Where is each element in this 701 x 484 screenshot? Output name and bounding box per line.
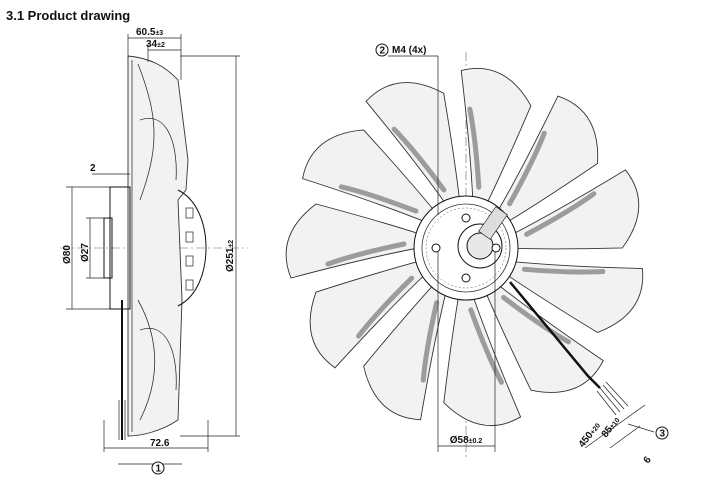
blade-rib bbox=[507, 130, 547, 207]
dim-rotor-depth: 34±2 bbox=[146, 39, 165, 50]
callout-3-circle bbox=[655, 426, 669, 440]
blade-rib bbox=[325, 241, 407, 267]
side-blade-rib bbox=[137, 63, 155, 201]
fan-blade bbox=[285, 203, 421, 279]
fan-blade bbox=[511, 169, 640, 250]
section-title: 3.1 Product drawing bbox=[6, 8, 130, 23]
blade-rib bbox=[338, 184, 419, 214]
mount-hole bbox=[491, 243, 501, 253]
dim-overall-depth: 60.5±3 bbox=[136, 27, 163, 38]
blade-rib bbox=[391, 126, 447, 193]
dim-line-cable bbox=[584, 404, 646, 449]
side-rotor-fin bbox=[185, 255, 194, 267]
fan-blade bbox=[505, 261, 644, 333]
side-hub-boss bbox=[103, 217, 113, 279]
callout-3: 3 bbox=[660, 429, 666, 440]
blade-rib bbox=[501, 294, 571, 345]
blade-rib bbox=[356, 275, 415, 339]
side-rotor-fin bbox=[185, 207, 194, 219]
fan-blade bbox=[309, 260, 427, 369]
mount-hole bbox=[461, 213, 471, 223]
dim-bottom-width: 72.6 bbox=[150, 438, 170, 449]
side-blade-rib bbox=[139, 118, 177, 181]
dim-wire-end: 6 bbox=[642, 454, 654, 466]
callout-1: 1 bbox=[156, 464, 162, 475]
side-rotor-fin bbox=[185, 279, 194, 291]
dim-strip-length: 85±10 bbox=[600, 415, 623, 440]
side-blade-rib bbox=[139, 328, 177, 391]
fan-blade bbox=[443, 295, 522, 427]
callout-2-circle bbox=[375, 43, 389, 57]
motor-vent-ring bbox=[425, 207, 507, 289]
blade-rib bbox=[467, 106, 482, 190]
mount-hole bbox=[431, 243, 441, 253]
fan-blade bbox=[302, 129, 436, 223]
side-cable-wires bbox=[118, 400, 126, 440]
side-view: 60.5±3 34±2 2 Ø80 Ø27 Ø251±2 72.6 1 bbox=[60, 27, 248, 475]
blade-rib bbox=[521, 266, 606, 275]
motor-inner-ring bbox=[421, 203, 511, 293]
side-blade-profile bbox=[127, 55, 189, 437]
thread-label: M4 (4x) bbox=[392, 45, 426, 56]
mount-hole bbox=[461, 273, 471, 283]
side-blade-rib bbox=[137, 299, 156, 421]
blade-rib bbox=[524, 191, 597, 237]
front-view: 2 M4 (4x) Ø58±0.2 450+20 85±10 6 3 bbox=[285, 43, 669, 466]
fan-blade bbox=[365, 82, 461, 205]
fan-blade bbox=[484, 283, 604, 393]
fan-blades bbox=[285, 68, 644, 427]
dim-cable-length: 450+20 bbox=[577, 420, 603, 449]
fan-blade bbox=[496, 95, 599, 223]
side-hub-flange bbox=[109, 186, 131, 310]
dim-hub-diameter: Ø80 bbox=[62, 245, 73, 264]
dim-bolt-circle: Ø58±0.2 bbox=[450, 435, 483, 446]
dim-bore-diameter: Ø27 bbox=[80, 243, 91, 262]
rating-label bbox=[478, 206, 508, 240]
front-cable bbox=[509, 281, 601, 389]
blade-rib bbox=[468, 307, 504, 385]
side-motor-rotor bbox=[177, 189, 207, 307]
callout-1-circle bbox=[151, 461, 165, 475]
side-rotor-fin bbox=[185, 231, 194, 243]
callout-3-leader bbox=[627, 423, 655, 433]
dim-line-strip bbox=[609, 425, 641, 449]
dim-fan-diameter: Ø251±2 bbox=[225, 240, 236, 272]
front-cable-wires bbox=[596, 381, 629, 416]
callout-2: 2 bbox=[380, 46, 386, 57]
fan-blade bbox=[363, 283, 447, 421]
blade-rib bbox=[420, 300, 440, 383]
dim-flange: 2 bbox=[90, 163, 96, 174]
